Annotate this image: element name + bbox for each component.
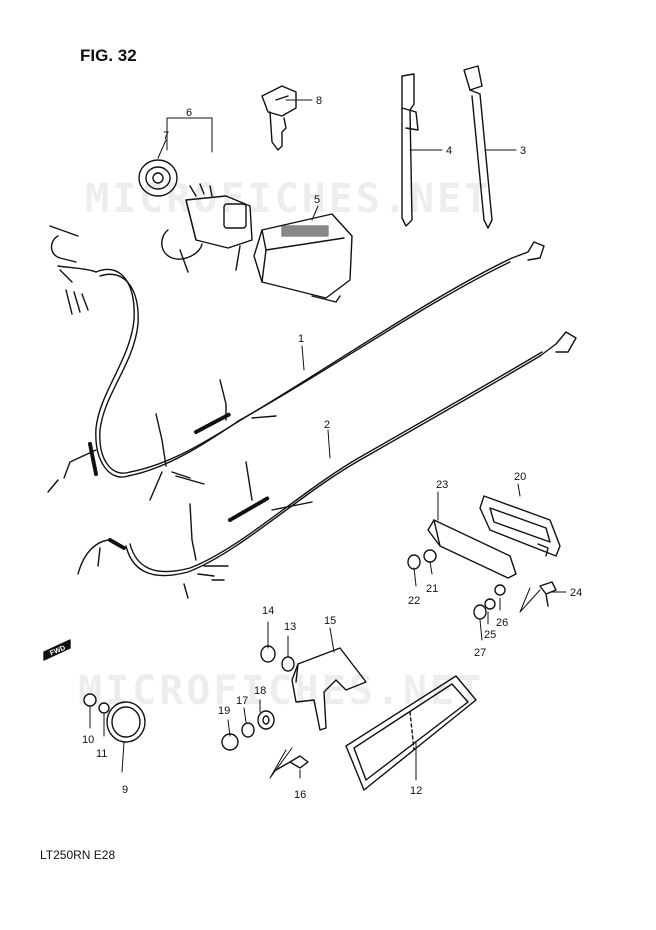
wiring-harness-1 [47,225,545,501]
watermark-top: MICROFICHES.NET [85,176,492,222]
callout-11: 11 [96,748,107,760]
callout-19: 19 [218,705,230,717]
callout-6: 6 [186,107,192,119]
hardware-tail [407,549,557,620]
callout-15: 15 [324,615,336,627]
callout-9: 9 [122,784,128,796]
model-code: LT250RN E28 [40,848,116,862]
figure-title: FIG. 32 [80,46,137,65]
callout-20: 20 [514,471,526,483]
callout-17: 17 [236,695,248,707]
leader-lines [89,99,567,781]
callout-13: 13 [284,621,296,633]
watermark-bottom: MICROFICHES.NET [78,668,485,714]
callout-3: 3 [520,145,526,157]
callout-18: 18 [254,685,266,697]
callout-23: 23 [436,479,448,491]
callout-25: 25 [484,629,496,641]
callout-24: 24 [570,587,582,599]
washers-10-11 [83,693,110,714]
reflector-12 [345,675,477,791]
callout-14: 14 [262,605,274,617]
callout-27: 27 [474,647,486,659]
fwd-arrow-icon [43,639,71,661]
fwd-label: FWD [49,645,66,657]
callout-12: 12 [410,785,422,797]
callout-8: 8 [316,95,322,107]
callout-21: 21 [426,583,438,595]
wiring-harness-2 [77,331,577,599]
cable-tie-3 [463,65,493,229]
cable-tie-4 [401,73,419,227]
relay-cover [253,213,353,303]
callout-1: 1 [298,333,304,345]
reflector-bracket [291,647,367,731]
tail-light-bracket [427,519,517,579]
reflector-9 [106,701,146,743]
callout-10: 10 [82,734,94,746]
callout-4: 4 [446,145,452,157]
tail-light [479,495,561,557]
callout-7: 7 [163,130,169,142]
callout-2: 2 [324,419,330,431]
ignition-key [261,85,297,151]
callout-5: 5 [314,194,320,206]
ignition-switch [138,159,253,273]
callout-26: 26 [496,617,508,629]
hardware-bracket [221,645,309,771]
callout-22: 22 [408,595,420,607]
callout-16: 16 [294,789,306,801]
